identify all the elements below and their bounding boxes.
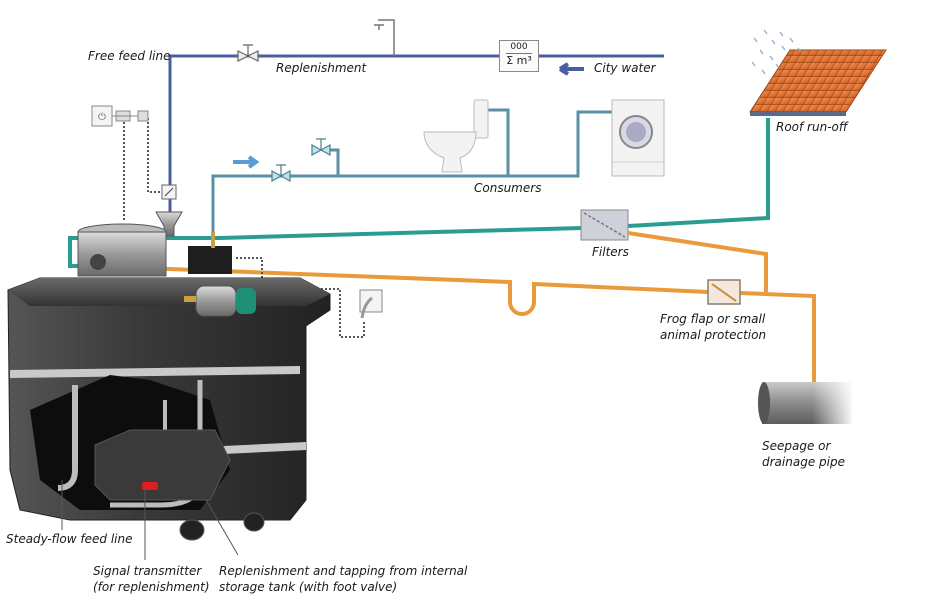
replenishment-valve-icon — [237, 44, 259, 62]
label-consumers: Consumers — [474, 181, 542, 195]
drain-pipe-icon — [758, 382, 854, 424]
rain-icon — [751, 29, 802, 75]
meter-digits: 000 — [506, 42, 532, 54]
storage-tank-icon — [7, 211, 331, 541]
label-steady-flow-feed-line: Steady-flow feed line — [6, 532, 133, 546]
svg-text:⏻: ⏻ — [98, 112, 106, 123]
overflow-pipe — [91, 231, 816, 382]
power-socket-icon: ⏻ — [91, 105, 149, 127]
water-meter: 000 Σ m³ — [499, 40, 539, 72]
control-wires — [123, 118, 365, 338]
filter-box-icon — [580, 209, 629, 241]
toilet-icon — [423, 99, 489, 173]
label-seepage-pipe: Seepage or drainage pipe — [762, 439, 845, 469]
consumer-flow-arrow — [233, 155, 260, 169]
city-water-arrow — [558, 62, 584, 76]
leader-lines — [61, 480, 239, 560]
meter-unit: Σ m³ — [506, 54, 532, 67]
rainwater-pipe — [68, 118, 770, 268]
label-filters: Filters — [592, 245, 629, 259]
washing-machine-icon — [611, 99, 665, 177]
city-water-pipe — [168, 19, 664, 215]
plug-socket-icon — [359, 289, 383, 319]
consumer-valve-icon — [271, 138, 331, 183]
float-switch-icon — [161, 184, 177, 200]
label-replenishment: Replenishment — [276, 61, 367, 75]
label-roof-runoff: Roof run-off — [776, 120, 848, 134]
flap-valve-icon — [707, 279, 741, 305]
label-free-feed-line: Free feed line — [88, 49, 171, 63]
label-city-water: City water — [594, 61, 656, 75]
label-replenishment-tapping: Replenishment and tapping from internal … — [219, 564, 468, 594]
signal-transmitter-icon — [142, 482, 158, 490]
roof-tiles-icon — [749, 49, 887, 116]
label-signal-transmitter: Signal transmitter (for replenishment) — [93, 564, 210, 594]
pump-icon — [184, 232, 256, 317]
label-frog-flap: Frog flap or small animal protection — [660, 312, 767, 342]
